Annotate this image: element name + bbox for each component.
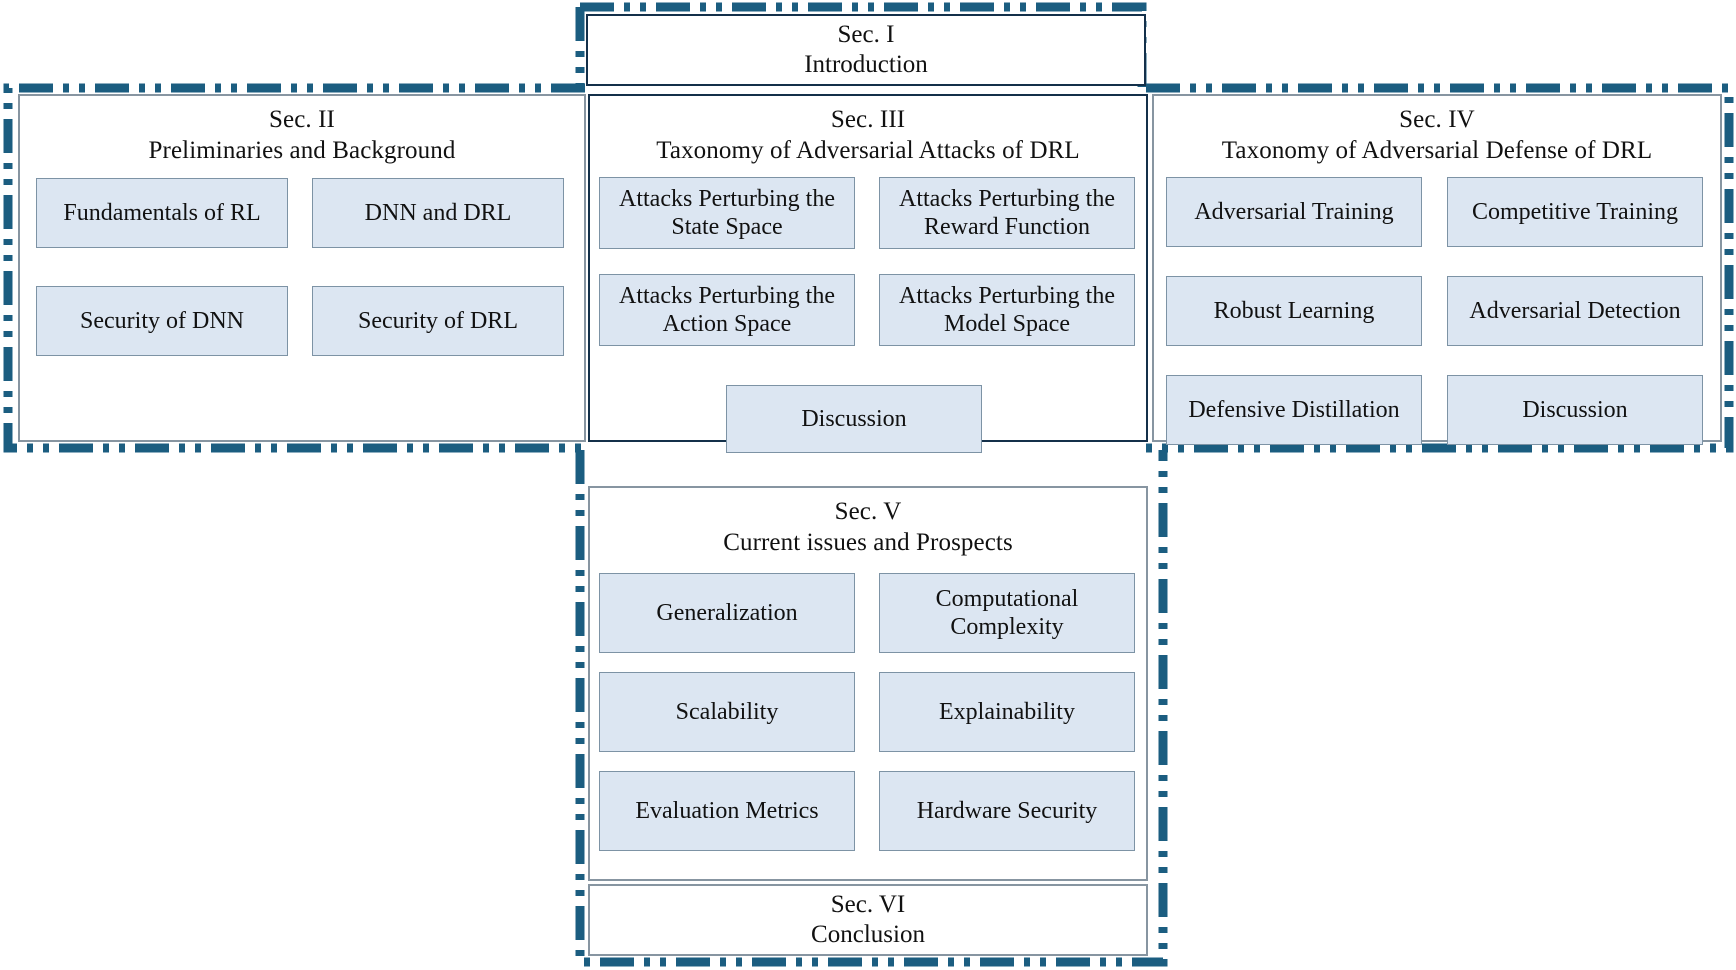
item-evaluation-metrics[interactable]: Evaluation Metrics — [599, 771, 855, 851]
section-attacks-number: Sec. III — [830, 106, 906, 133]
item-adversarial-detection[interactable]: Adversarial Detection — [1447, 276, 1703, 346]
section-current-issues-heading: Sec. V Current issues and Prospects — [590, 488, 1146, 558]
section-current-issues-title: Current issues and Prospects — [723, 528, 1013, 556]
section-panel-conclusion: Sec. VI Conclusion — [588, 884, 1148, 956]
item-defensive-distillation[interactable]: Defensive Distillation — [1166, 375, 1422, 445]
section-current-issues-number: Sec. V — [834, 498, 902, 525]
item-attacks-state-space[interactable]: Attacks Perturbing the State Space — [599, 177, 855, 249]
section-panel-attacks-taxonomy: Sec. III Taxonomy of Adversarial Attacks … — [588, 94, 1148, 442]
item-competitive-training[interactable]: Competitive Training — [1447, 177, 1703, 247]
item-security-of-drl[interactable]: Security of DRL — [312, 286, 564, 356]
item-adversarial-training[interactable]: Adversarial Training — [1166, 177, 1422, 247]
section-panel-introduction: Sec. I Introduction — [586, 14, 1146, 86]
item-explainability[interactable]: Explainability — [879, 672, 1135, 752]
item-attacks-model-space[interactable]: Attacks Perturbing the Model Space — [879, 274, 1135, 346]
section-conclusion-heading: Sec. VI Conclusion — [811, 890, 925, 951]
section-conclusion-number: Sec. VI — [830, 890, 906, 918]
item-hardware-security[interactable]: Hardware Security — [879, 771, 1135, 851]
section-introduction-heading: Sec. I Introduction — [804, 20, 928, 81]
item-security-of-dnn[interactable]: Security of DNN — [36, 286, 288, 356]
item-attacks-discussion[interactable]: Discussion — [726, 385, 982, 453]
item-computational-complexity[interactable]: Computational Complexity — [879, 573, 1135, 653]
section-attacks-heading: Sec. III Taxonomy of Adversarial Attacks … — [590, 96, 1146, 166]
item-dnn-and-drl[interactable]: DNN and DRL — [312, 178, 564, 248]
section-defense-title: Taxonomy of Adversarial Defense of DRL — [1221, 136, 1653, 164]
section-introduction-number: Sec. I — [837, 20, 895, 48]
section-attacks-title: Taxonomy of Adversarial Attacks of DRL — [656, 136, 1080, 164]
section-conclusion-title: Conclusion — [811, 921, 925, 948]
section-panel-preliminaries: Sec. II Preliminaries and Background — [18, 94, 586, 442]
section-preliminaries-number: Sec. II — [269, 106, 335, 133]
item-robust-learning[interactable]: Robust Learning — [1166, 276, 1422, 346]
item-attacks-action-space[interactable]: Attacks Perturbing the Action Space — [599, 274, 855, 346]
item-scalability[interactable]: Scalability — [599, 672, 855, 752]
item-generalization[interactable]: Generalization — [599, 573, 855, 653]
section-defense-heading: Sec. IV Taxonomy of Adversarial Defense o… — [1154, 96, 1720, 166]
section-introduction-title: Introduction — [804, 51, 928, 78]
section-preliminaries-title: Preliminaries and Background — [148, 136, 456, 164]
section-preliminaries-heading: Sec. II Preliminaries and Background — [20, 96, 584, 166]
section-defense-number: Sec. IV — [1399, 106, 1475, 133]
item-defense-discussion[interactable]: Discussion — [1447, 375, 1703, 445]
item-fundamentals-of-rl[interactable]: Fundamentals of RL — [36, 178, 288, 248]
item-attacks-reward-function[interactable]: Attacks Perturbing the Reward Function — [879, 177, 1135, 249]
